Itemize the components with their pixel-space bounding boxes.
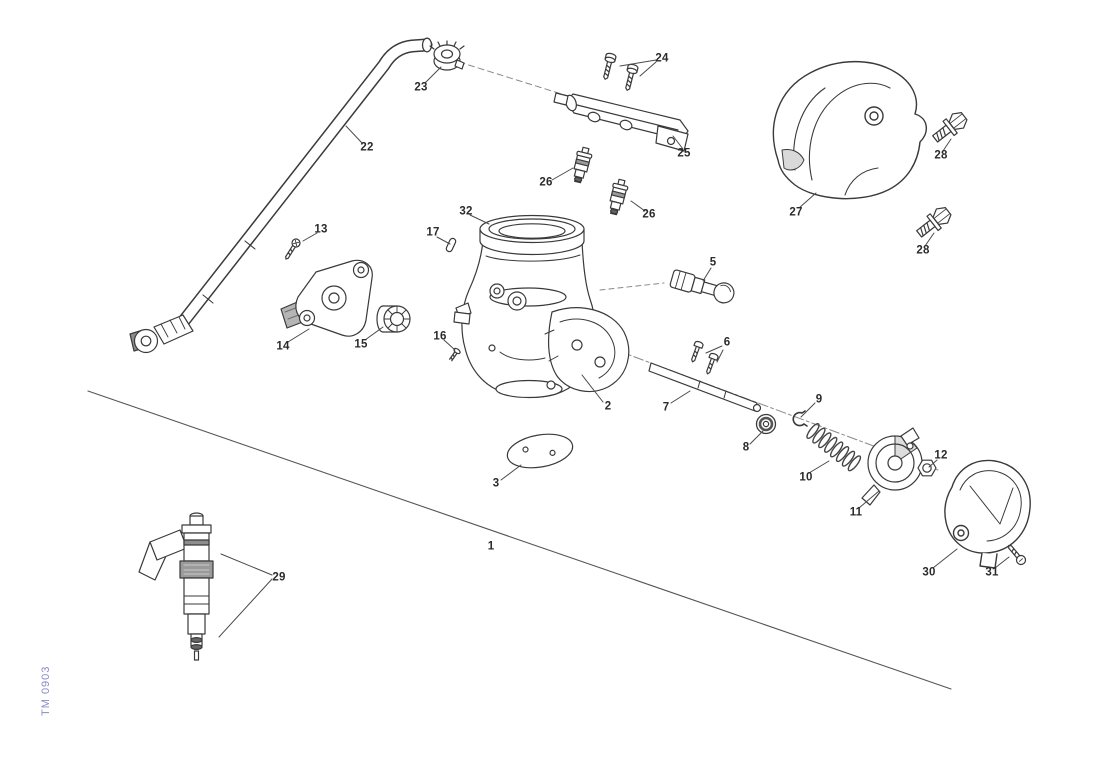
watermark-text: TM 0903: [40, 665, 52, 716]
hex-nut: [917, 459, 937, 477]
callout-22: 22: [360, 141, 374, 154]
callout-15: 15: [354, 338, 368, 351]
callout-16: 16: [433, 330, 447, 343]
callout-26-a: 26: [539, 176, 553, 189]
callout-27: 27: [789, 206, 803, 219]
hex-flange-bolt: [932, 112, 968, 143]
return-spring: [806, 422, 862, 472]
callout-13: 13: [314, 223, 328, 236]
retaining-clip: [792, 410, 808, 427]
screws-pair: [691, 340, 719, 375]
callout-25: 25: [677, 147, 691, 160]
callout-8: 8: [742, 441, 750, 454]
callout-32: 32: [459, 205, 473, 218]
throttle-pulley: [861, 427, 923, 506]
callout-6: 6: [723, 336, 731, 349]
callout-24: 24: [655, 52, 669, 65]
assembly-reference-line: [87, 390, 952, 690]
callout-23: 23: [414, 81, 428, 94]
callout-17: 17: [426, 226, 440, 239]
callout-3: 3: [492, 477, 500, 490]
fuel-injector: [569, 145, 594, 185]
callout-30: 30: [922, 566, 936, 579]
fuel-injector: [605, 177, 630, 217]
throttle-cam-bracket: [544, 307, 630, 393]
rail-screw: [603, 52, 617, 80]
callout-26-b: 26: [642, 208, 656, 221]
fuel-rail: [553, 92, 689, 152]
washer-bearing: [755, 413, 777, 435]
oval-gasket-plate: [506, 433, 574, 469]
callout-11: 11: [849, 506, 863, 519]
callout-31: 31: [985, 566, 999, 579]
pulley-cover: [944, 459, 1031, 569]
callout-9: 9: [815, 393, 823, 406]
callout-12: 12: [934, 449, 948, 462]
callout-29: 29: [272, 571, 286, 584]
leader-lines: [218, 59, 1010, 638]
hose-banjo-fitting: [129, 314, 194, 354]
hex-flange-bolt: [916, 207, 952, 238]
fuel-hose: [176, 37, 433, 329]
cover-screw: [1008, 544, 1027, 566]
tps-sensor: [280, 259, 373, 337]
callout-28-a: 28: [934, 149, 948, 162]
rubber-boot-cover: [772, 60, 927, 200]
sensor-plug: [669, 269, 735, 304]
callout-2: 2: [604, 400, 612, 413]
callout-7: 7: [662, 401, 670, 414]
callout-5: 5: [709, 256, 717, 269]
callout-10: 10: [799, 471, 813, 484]
fuel-injector-detail: [138, 512, 214, 661]
callout-28-b: 28: [916, 244, 930, 257]
screw: [285, 238, 301, 260]
callout-14: 14: [276, 340, 290, 353]
callout-1: 1: [487, 540, 495, 553]
splined-coupler: [376, 305, 411, 333]
link-rod: [648, 362, 762, 413]
hose-clamp: [429, 40, 465, 71]
dowel-pin: [445, 237, 457, 253]
rail-screw: [625, 63, 639, 91]
